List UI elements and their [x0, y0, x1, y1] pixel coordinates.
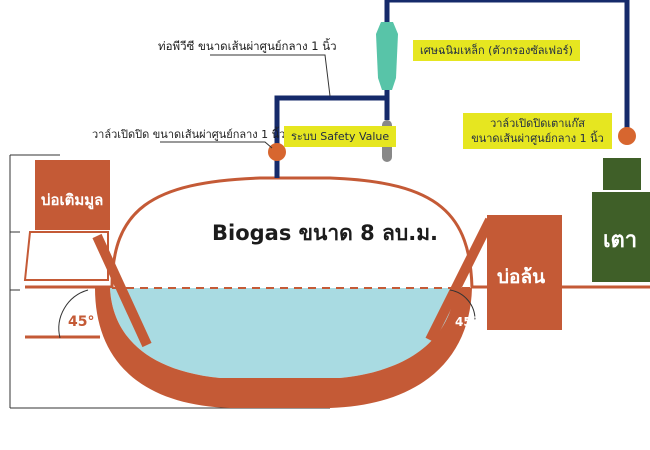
inlet-pipe-slant: [92, 233, 152, 348]
gas-dome: [110, 176, 474, 289]
digester-water: [110, 288, 455, 378]
digester-bowl: [95, 288, 472, 408]
label-angle-left: 45°: [68, 314, 95, 330]
callout-stove-valve-line2: ขนาดเส้นผ่าศูนย์กลาง 1 นิ้ว: [471, 132, 604, 145]
inlet-tank: [35, 160, 110, 230]
label-angle-right: 45°: [455, 315, 478, 329]
overflow-pipe-slant: [425, 217, 495, 343]
leader-inlet-pipe: [210, 54, 331, 97]
callout-safety-valve: ระบบ Safety Value: [284, 126, 397, 147]
label-stove: เตา: [603, 228, 638, 253]
diagram-title: Biogas ขนาด 8 ลบ.ม.: [212, 221, 439, 245]
stove-top: [603, 158, 641, 190]
callout-stove-valve-line1: วาล์วเปิดปิดเตาแก๊ส: [490, 117, 585, 130]
stove-valve: [618, 127, 636, 145]
label-overflow-tank: บ่อล้น: [497, 266, 546, 288]
label-inlet-tank: บ่อเติมมูล: [41, 191, 104, 209]
overflow-tank: [487, 215, 562, 330]
callout-stove-valve: วาล์วเปิดปิดเตาแก๊ส ขนาดเส้นผ่าศูนย์กลาง…: [463, 113, 612, 149]
angle-arc-right: [449, 289, 476, 321]
inlet-funnel: [23, 231, 109, 281]
sulfur-filter: [376, 22, 398, 90]
angle-arc-left: [58, 289, 89, 339]
callout-filter: เศษฉนิมเหล็ก (ตัวกรองซัลเฟอร์): [413, 40, 580, 61]
leader-main-valve: [160, 141, 273, 149]
main-valve: [268, 143, 286, 161]
stove-body: [592, 192, 650, 282]
label-inlet-pipe: ท่อพีวีซี ขนาดเส้นผ่าศูนย์กลาง 1 นิ้ว: [158, 39, 337, 53]
label-main-valve: วาล์วเปิดปิด ขนาดเส้นผ่าศูนย์กลาง 1 นิ้ว: [92, 128, 286, 141]
